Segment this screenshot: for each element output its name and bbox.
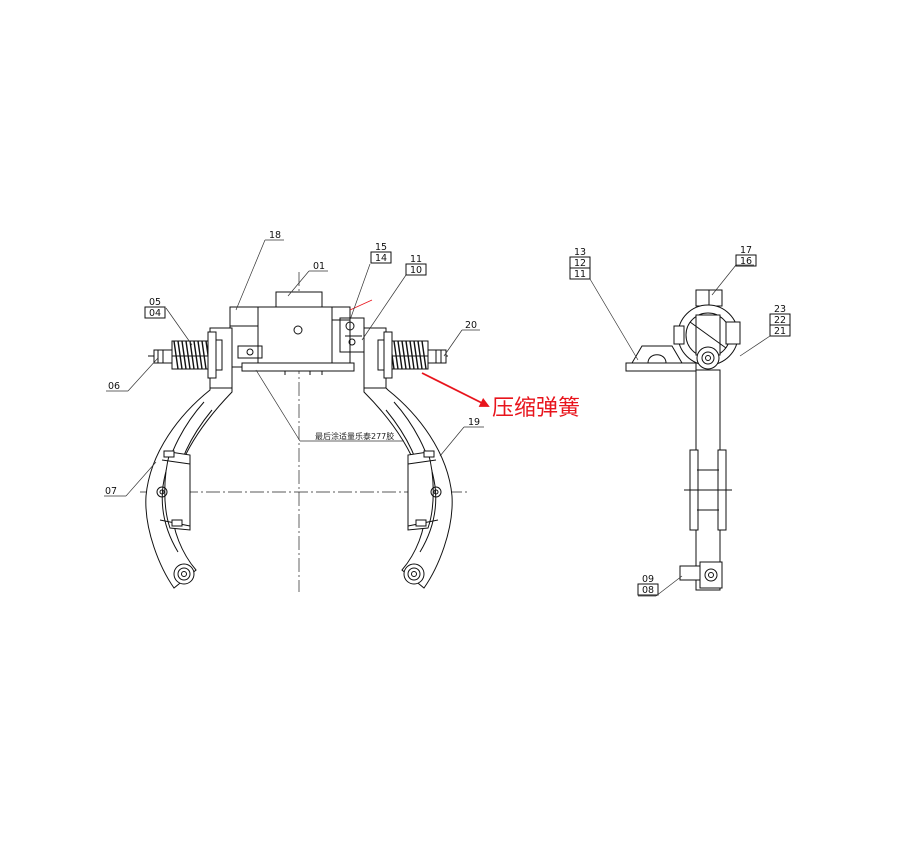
front-view-leaders — [104, 239, 484, 497]
label-23: 23 — [774, 304, 786, 315]
central-housing — [229, 291, 373, 375]
label-17: 17 — [740, 245, 752, 256]
label-06: 06 — [108, 381, 120, 392]
label-18: 18 — [269, 230, 281, 241]
label-08: 08 — [642, 585, 654, 596]
label-01: 01 — [313, 261, 325, 272]
label-12: 12 — [574, 258, 586, 269]
right-jaw-arm — [363, 327, 453, 589]
label-19: 19 — [468, 417, 480, 428]
label-11-front: 11 — [410, 254, 422, 265]
side-view-leaders — [589, 264, 790, 597]
label-20: 20 — [465, 320, 477, 331]
label-04: 04 — [149, 308, 161, 319]
label-21: 21 — [774, 326, 786, 337]
part-number-labels: 18 01 15 14 11 10 05 04 20 06 19 07 最后涂适… — [105, 230, 791, 596]
right-compression-spring — [377, 331, 448, 379]
label-14: 14 — [375, 253, 387, 264]
label-13: 13 — [574, 247, 586, 258]
label-09: 09 — [642, 574, 654, 585]
label-16: 16 — [740, 256, 752, 267]
callout-arrow — [421, 372, 490, 407]
label-05: 05 — [149, 297, 161, 308]
front-view — [104, 239, 484, 592]
side-view — [589, 264, 790, 597]
left-compression-spring — [148, 331, 223, 379]
label-07: 07 — [105, 486, 117, 497]
label-10: 10 — [410, 265, 422, 276]
assembly-note: 最后涂适量乐泰277胶 — [315, 431, 394, 441]
label-15: 15 — [375, 242, 387, 253]
compression-spring-callout: 压缩弹簧 — [492, 396, 580, 421]
label-22: 22 — [774, 315, 786, 326]
label-11-side: 11 — [574, 269, 586, 280]
